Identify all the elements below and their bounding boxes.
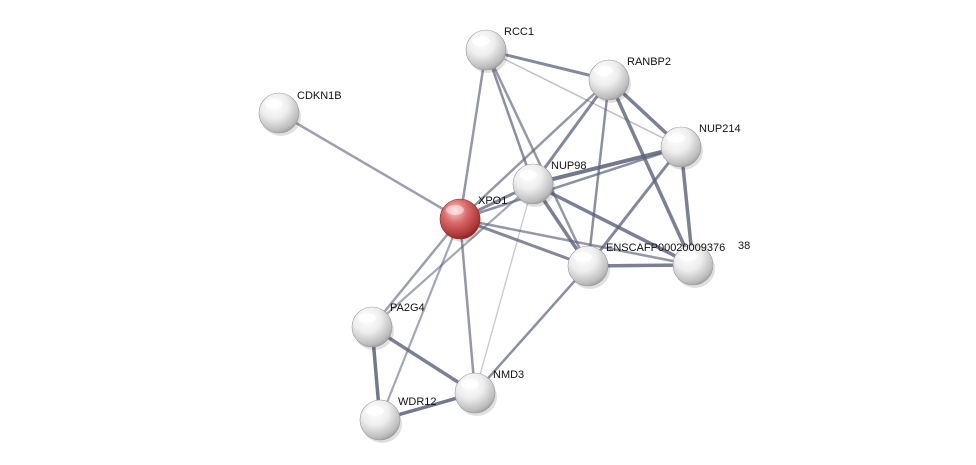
- edge-nup98-ensca2: [531, 182, 695, 267]
- node-sphere[interactable]: [351, 306, 393, 348]
- edge-xpo1-wdr12: [378, 217, 462, 422]
- node-nmd3[interactable]: [454, 372, 497, 416]
- node-label-nup214: NUP214: [699, 123, 741, 135]
- node-highlight: [679, 251, 697, 261]
- node-sphere[interactable]: [465, 29, 507, 71]
- node-ranbp2[interactable]: [588, 59, 631, 103]
- node-label-pa2g4: PA2G4: [390, 302, 425, 314]
- node-rcc1[interactable]: [465, 29, 508, 73]
- edge-nup98-nup214: [531, 145, 683, 186]
- node-highlight: [461, 379, 479, 389]
- node-nup214[interactable]: [660, 126, 703, 170]
- node-label-xpo1: XPO1: [478, 195, 507, 207]
- node-ensca2[interactable]: [672, 244, 715, 288]
- node-sphere[interactable]: [512, 163, 554, 205]
- node-cdkn1b[interactable]: [258, 92, 301, 136]
- node-highlight: [595, 66, 613, 76]
- edge-rcc1-nup214: [485, 49, 682, 148]
- node-label-ensca: ENSCAFP00020009376: [606, 242, 725, 254]
- edge-xpo1-cdkn1b: [277, 111, 462, 221]
- node-highlight: [366, 406, 384, 416]
- edge-ranbp2-nup98: [531, 78, 611, 186]
- node-label-wdr12: WDR12: [398, 396, 437, 408]
- edge-xpo1-rcc1: [458, 48, 488, 221]
- edge-rcc1-ensca: [484, 48, 590, 268]
- node-pa2g4[interactable]: [351, 306, 394, 350]
- node-sphere[interactable]: [588, 59, 630, 101]
- node-layer: [258, 29, 715, 443]
- node-label-nup98: NUP98: [551, 160, 586, 172]
- edge-ensca-nmd3: [473, 264, 590, 395]
- edge-rcc1-ranbp2: [484, 48, 611, 82]
- node-xpo1[interactable]: [439, 198, 482, 242]
- edge-xpo1-pa2g4: [370, 217, 462, 329]
- node-sphere[interactable]: [359, 399, 401, 441]
- edge-nup214-ensca: [586, 145, 683, 268]
- node-highlight: [574, 252, 592, 262]
- edge-pa2g4-nup98: [370, 182, 535, 329]
- node-label-rcc1: RCC1: [504, 26, 534, 38]
- node-sphere[interactable]: [454, 372, 496, 414]
- node-highlight: [667, 133, 685, 143]
- node-label-ranbp2: RANBP2: [627, 56, 671, 68]
- edge-ranbp2-ensca2: [607, 78, 695, 267]
- node-sphere[interactable]: [567, 245, 609, 287]
- node-highlight: [446, 205, 464, 215]
- node-sphere[interactable]: [660, 126, 702, 168]
- node-label-cdkn1b: CDKN1B: [297, 90, 342, 102]
- node-highlight: [265, 99, 283, 109]
- node-nup98[interactable]: [512, 163, 555, 207]
- edge-xpo1-nup214: [458, 145, 683, 221]
- node-highlight: [519, 170, 537, 180]
- edge-nup98-nmd3: [474, 183, 534, 394]
- edge-rcc1-nup98: [484, 48, 535, 186]
- node-label-ensca2: 38: [738, 240, 750, 252]
- edge-xpo1-nmd3: [458, 217, 477, 395]
- edge-layer: [277, 48, 695, 422]
- node-sphere[interactable]: [258, 92, 300, 134]
- node-ensca[interactable]: [567, 245, 610, 289]
- edge-xpo1-ranbp2: [458, 78, 611, 221]
- edge-pa2g4-nmd3: [370, 325, 477, 395]
- node-label-nmd3: NMD3: [493, 369, 524, 381]
- edge-ranbp2-ensca: [586, 78, 611, 268]
- edge-xpo1-ensca: [458, 217, 590, 268]
- node-sphere[interactable]: [439, 198, 481, 240]
- node-highlight: [358, 313, 376, 323]
- node-highlight: [472, 36, 490, 46]
- node-wdr12[interactable]: [359, 399, 402, 443]
